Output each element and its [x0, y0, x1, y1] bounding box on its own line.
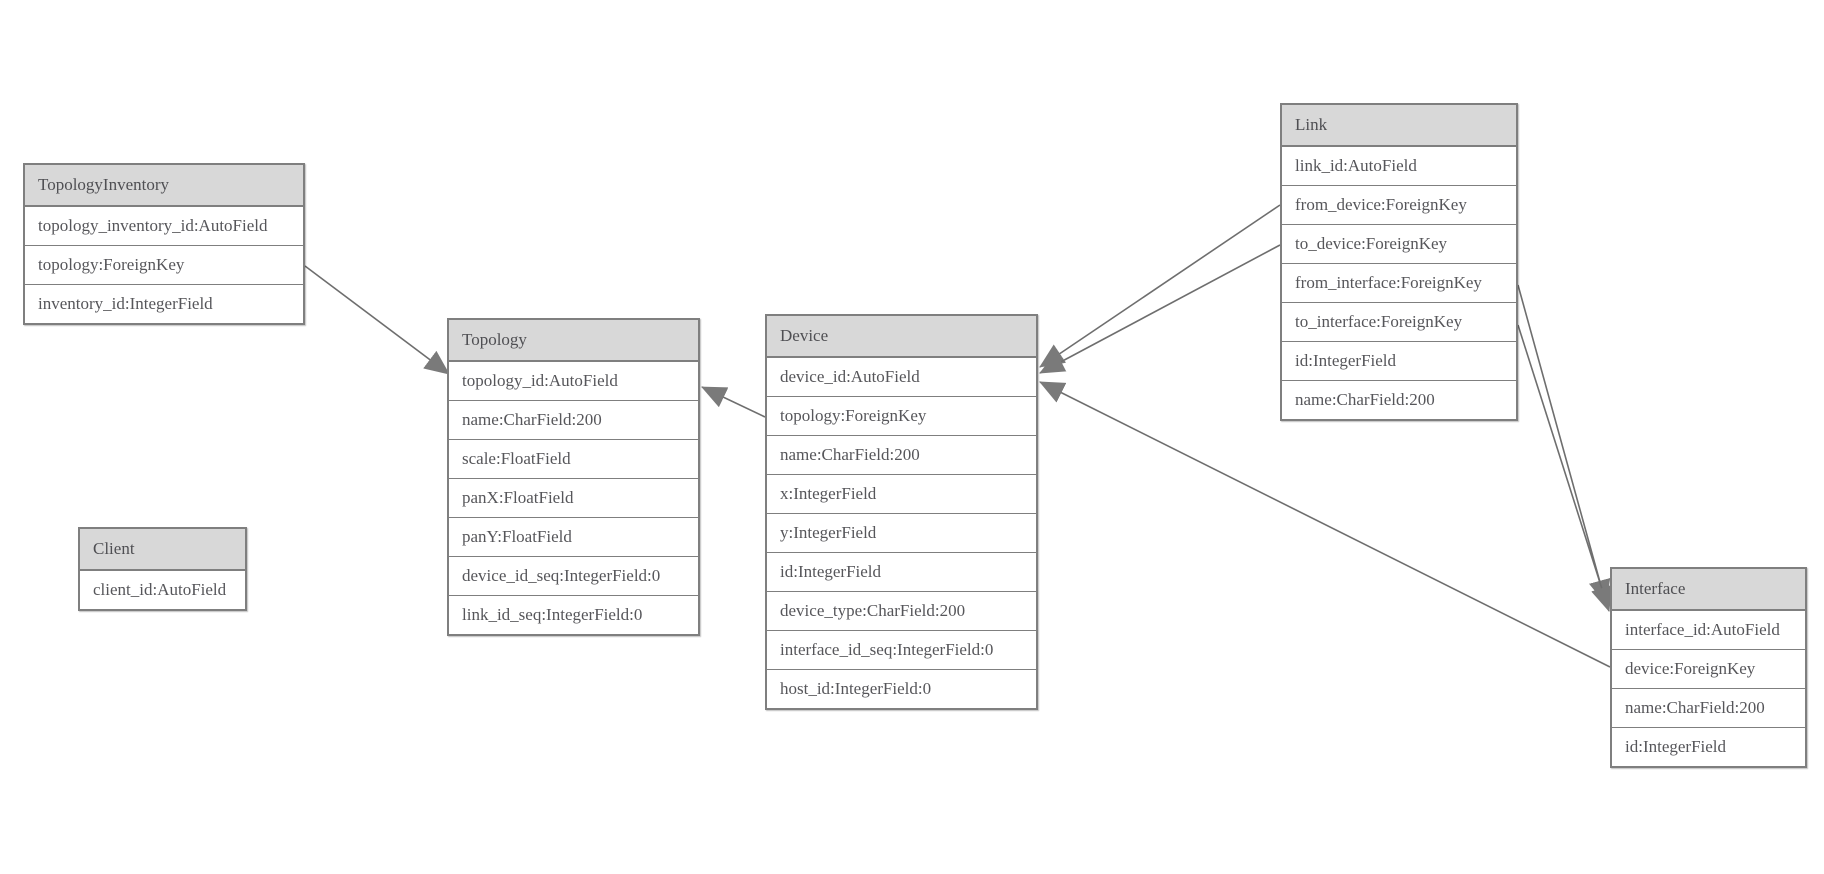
edge-link-from-device: [1039, 204, 1281, 368]
edge-link-to-device: [1039, 244, 1281, 374]
row-device-y: y:IntegerField: [767, 514, 1036, 553]
row-interface-id: id:IntegerField: [1625, 737, 1727, 756]
row-topology-name: name:CharField:200: [449, 401, 698, 440]
row-link_id: link_id:AutoField: [1282, 147, 1516, 186]
table-interface[interactable]: Interface interface_id:AutoField device:…: [1610, 567, 1807, 768]
row-topologyinventory-topology: topology:ForeignKey: [25, 246, 303, 285]
row-interface_id_seq: interface_id_seq:IntegerField:0: [767, 631, 1036, 670]
row-topology_inventory_id: topology_inventory_id:AutoField: [25, 207, 303, 246]
row-device-topology: topology:ForeignKey: [767, 397, 1036, 436]
row-pany: panY:FloatField: [449, 518, 698, 557]
row-inventory_id: inventory_id:IntegerField: [38, 294, 213, 313]
row-device-x: x:IntegerField: [767, 475, 1036, 514]
row-device_id: device_id:AutoField: [767, 358, 1036, 397]
table-topology[interactable]: Topology topology_id:AutoField name:Char…: [447, 318, 700, 636]
row-device_type: device_type:CharField:200: [767, 592, 1036, 631]
row-link-name: name:CharField:200: [1295, 390, 1435, 409]
row-panx: panX:FloatField: [449, 479, 698, 518]
row-device-name: name:CharField:200: [767, 436, 1036, 475]
table-link-title: Link: [1282, 105, 1516, 147]
edge-link-to-interface: [1517, 324, 1613, 612]
row-from_interface: from_interface:ForeignKey: [1282, 264, 1516, 303]
row-from_device: from_device:ForeignKey: [1282, 186, 1516, 225]
row-host_id: host_id:IntegerField:0: [780, 679, 932, 698]
row-interface-name: name:CharField:200: [1612, 689, 1805, 728]
edge-device-topology: [701, 386, 766, 418]
table-client-title: Client: [80, 529, 245, 571]
row-device_id_seq: device_id_seq:IntegerField:0: [449, 557, 698, 596]
row-interface-device: device:ForeignKey: [1612, 650, 1805, 689]
row-link_id_seq: link_id_seq:IntegerField:0: [462, 605, 643, 624]
edge-topologyinventory-topology: [304, 265, 450, 375]
row-link-id: id:IntegerField: [1282, 342, 1516, 381]
table-device[interactable]: Device device_id:AutoField topology:Fore…: [765, 314, 1038, 710]
table-topologyinventory-title: TopologyInventory: [25, 165, 303, 207]
row-client_id: client_id:AutoField: [93, 580, 227, 599]
table-topology-title: Topology: [449, 320, 698, 362]
table-interface-title: Interface: [1612, 569, 1805, 611]
table-link[interactable]: Link link_id:AutoField from_device:Forei…: [1280, 103, 1518, 421]
table-device-title: Device: [767, 316, 1036, 358]
row-to_device: to_device:ForeignKey: [1282, 225, 1516, 264]
edge-link-from-interface: [1517, 284, 1611, 605]
row-to_interface: to_interface:ForeignKey: [1282, 303, 1516, 342]
row-scale: scale:FloatField: [449, 440, 698, 479]
edge-interface-device: [1039, 381, 1611, 668]
table-client[interactable]: Client client_id:AutoField: [78, 527, 247, 611]
table-topologyinventory[interactable]: TopologyInventory topology_inventory_id:…: [23, 163, 305, 325]
row-device-id: id:IntegerField: [767, 553, 1036, 592]
row-topology_id: topology_id:AutoField: [449, 362, 698, 401]
row-interface_id: interface_id:AutoField: [1612, 611, 1805, 650]
